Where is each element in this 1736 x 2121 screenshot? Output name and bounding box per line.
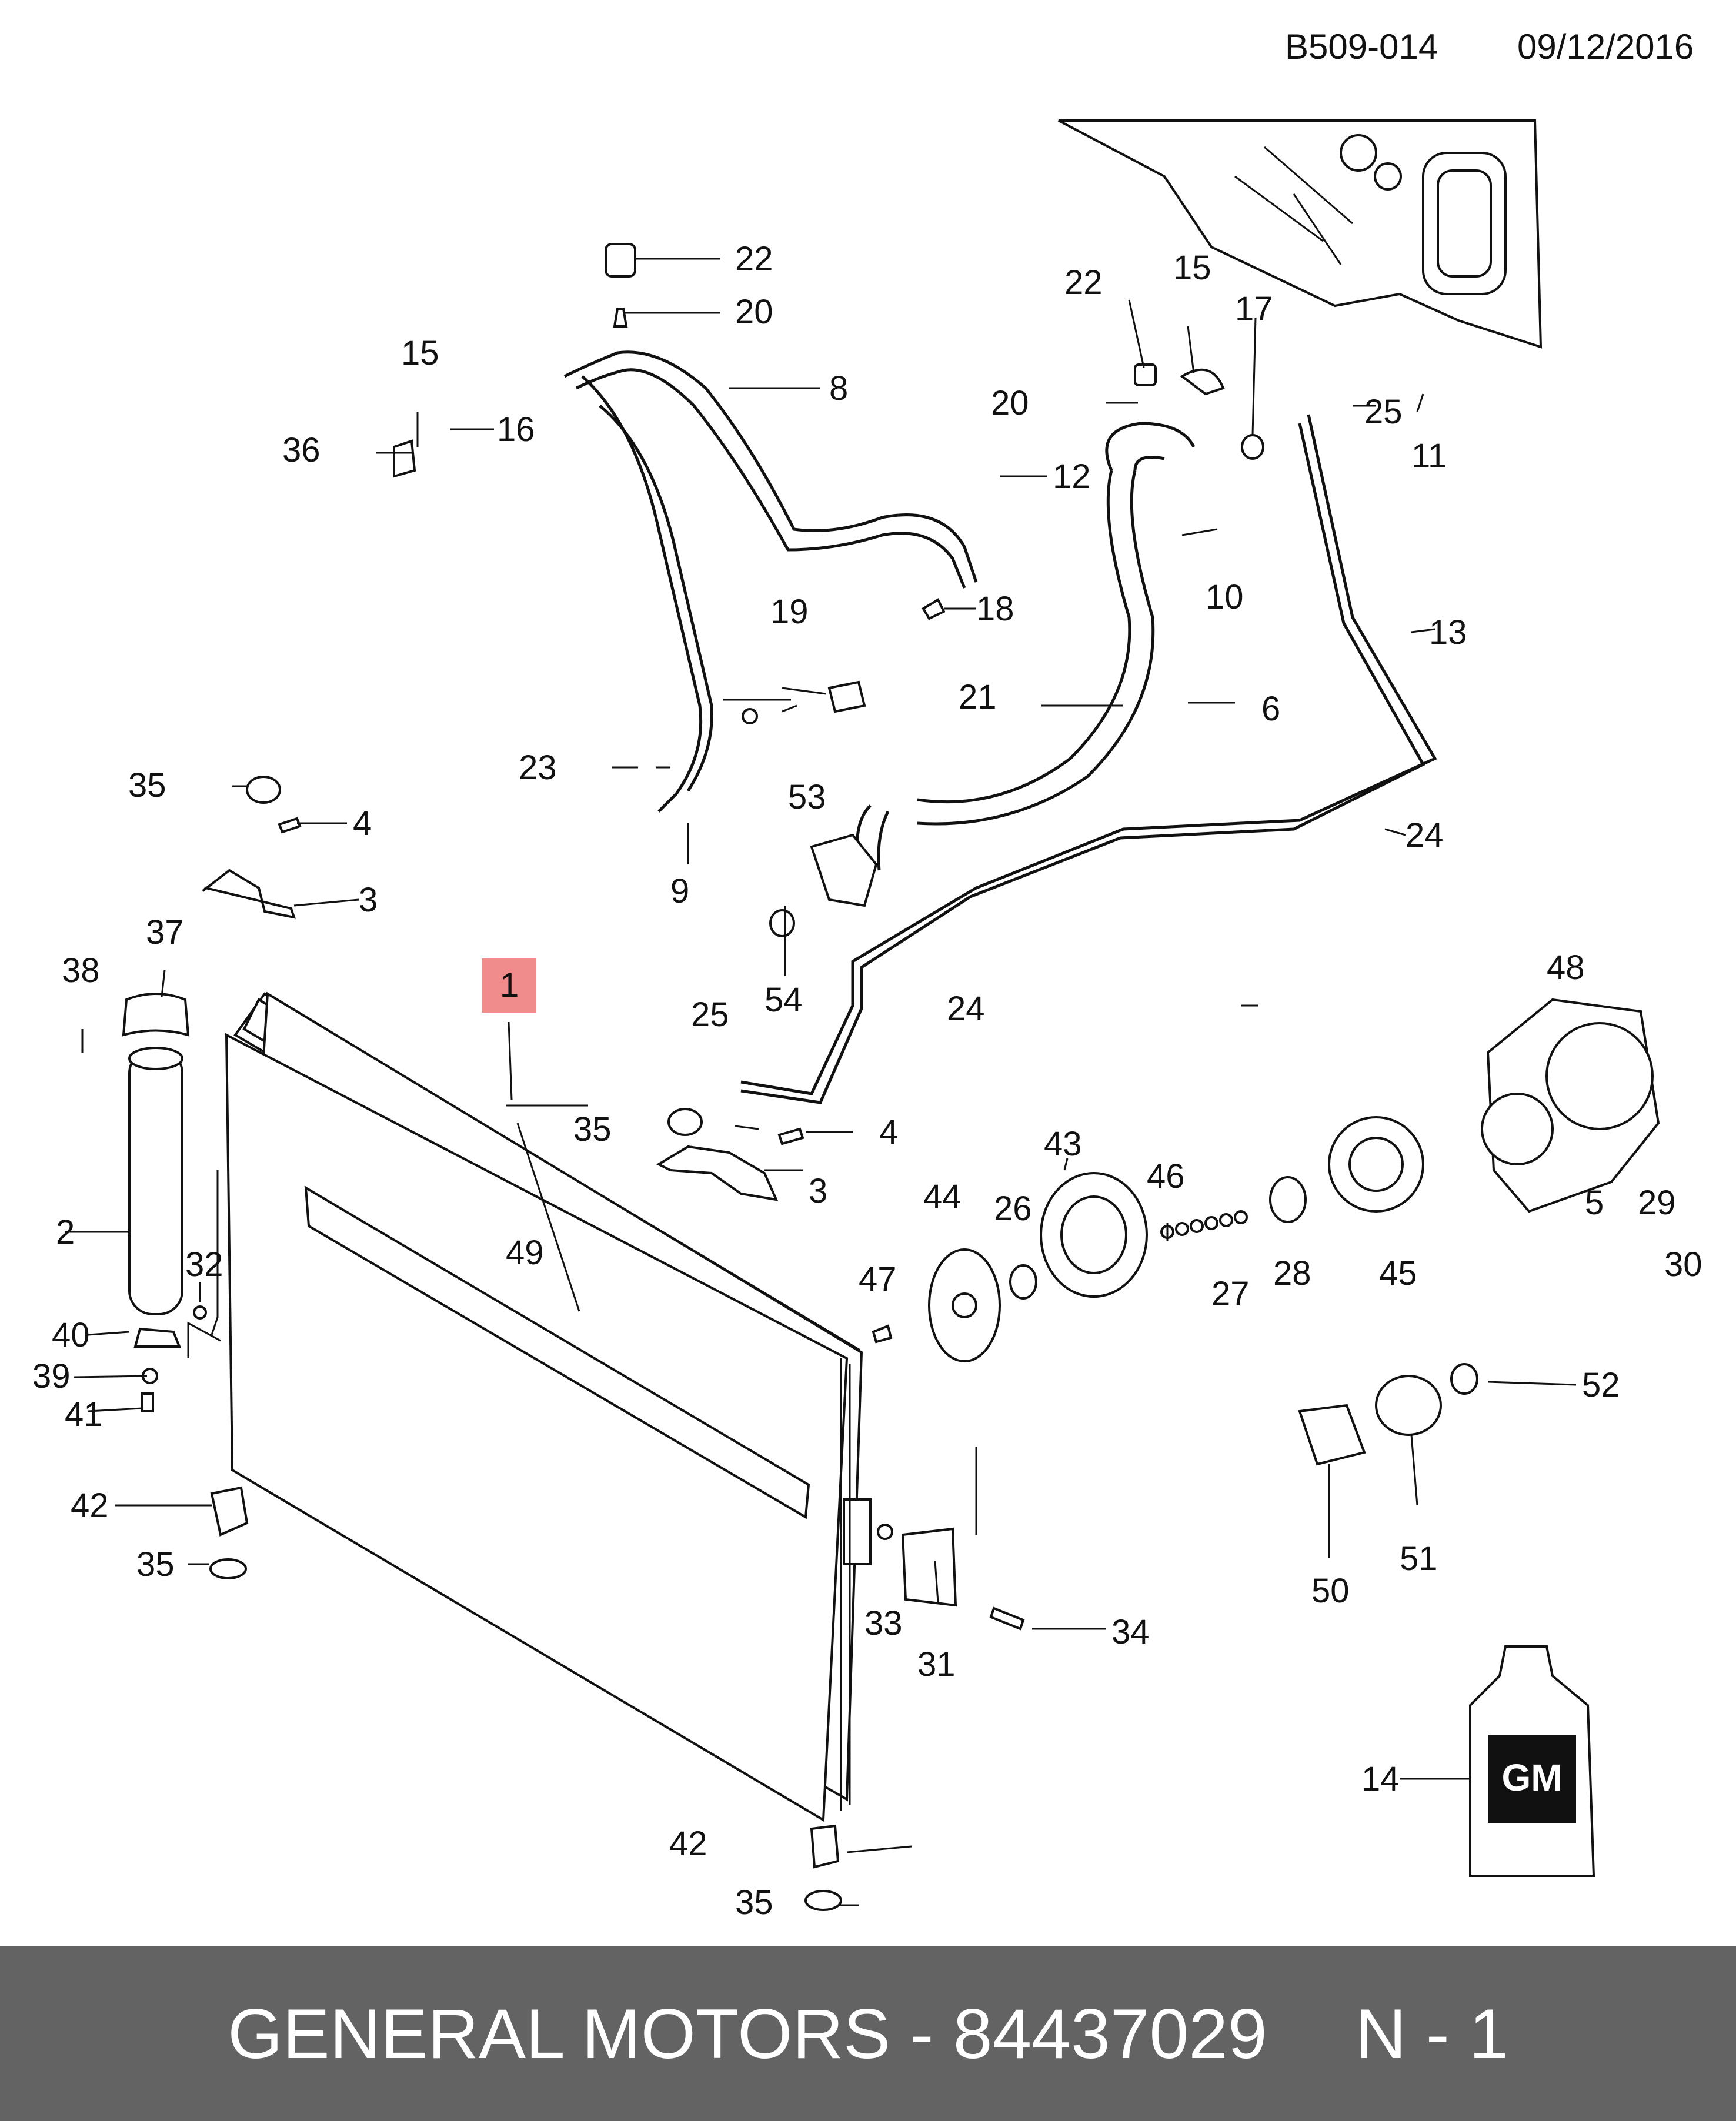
small-fittings bbox=[393, 243, 1264, 937]
callout-label: 19 bbox=[770, 593, 809, 631]
callout-label: 3 bbox=[359, 881, 378, 919]
callout-label: 41 bbox=[65, 1395, 103, 1434]
relief-valve-parts bbox=[1298, 1363, 1478, 1466]
callout-label: 43 bbox=[1044, 1125, 1082, 1163]
callout-label: 28 bbox=[1273, 1254, 1311, 1292]
callout-label: 45 bbox=[1379, 1254, 1417, 1292]
highlight-box bbox=[482, 958, 536, 1013]
callout-label: 3 bbox=[809, 1172, 827, 1210]
callout-label: 24 bbox=[947, 990, 985, 1028]
callout-label: 17 bbox=[1235, 290, 1273, 328]
callout-label: 35 bbox=[573, 1110, 612, 1148]
callout-label: 23 bbox=[519, 749, 557, 787]
callout-label: 53 bbox=[788, 778, 826, 816]
diagram-date: 09/12/2016 bbox=[1517, 27, 1694, 66]
callout-label: 51 bbox=[1400, 1539, 1438, 1578]
callout-label: 29 bbox=[1638, 1184, 1676, 1222]
receiver-dryer bbox=[122, 993, 207, 1412]
hvac-module-illustration bbox=[1058, 119, 1543, 349]
callout-label: 4 bbox=[879, 1113, 898, 1151]
callout-label: 44 bbox=[923, 1178, 962, 1216]
brackets-and-mounts bbox=[202, 776, 1025, 1911]
callout-label: 30 bbox=[1664, 1245, 1702, 1284]
compressor-assembly bbox=[872, 998, 1660, 1362]
callout-label: 8 bbox=[829, 369, 848, 408]
callout-label: 2 bbox=[56, 1213, 75, 1251]
callout-label: 15 bbox=[1173, 249, 1211, 287]
diagram-code: B509-014 bbox=[1285, 27, 1438, 66]
callout-label: 24 bbox=[1406, 816, 1444, 854]
callout-label: 32 bbox=[185, 1245, 223, 1284]
callout-label: 42 bbox=[71, 1487, 109, 1525]
oil-bottle-logo: GM bbox=[1501, 1756, 1562, 1799]
callout-label: 22 bbox=[1064, 263, 1103, 302]
refrigerant-hoses bbox=[563, 350, 1437, 1104]
callout-label: 33 bbox=[864, 1604, 903, 1642]
callout-label: 13 bbox=[1429, 613, 1467, 652]
callout-label: 4 bbox=[353, 804, 372, 843]
callout-label: 34 bbox=[1111, 1613, 1150, 1651]
callout-label: 20 bbox=[735, 293, 773, 331]
callout-label: 6 bbox=[1261, 690, 1280, 728]
callout-label: 52 bbox=[1582, 1366, 1620, 1404]
callout-label: 14 bbox=[1361, 1760, 1400, 1798]
callout-label: 47 bbox=[859, 1260, 897, 1298]
callout-label: 11 bbox=[1411, 437, 1447, 475]
footer-sheet: N - 1 bbox=[1355, 1994, 1508, 2073]
callout-label: 31 bbox=[917, 1645, 956, 1684]
callout-label: 40 bbox=[52, 1316, 90, 1354]
callout-label: 9 bbox=[670, 872, 689, 910]
callout-label: 10 bbox=[1206, 578, 1244, 616]
footer-part-number: GENERAL MOTORS - 84437029 bbox=[228, 1994, 1267, 2073]
callout-label: 39 bbox=[32, 1357, 71, 1395]
oil-bottle: GM bbox=[1469, 1645, 1595, 1877]
callout-label: 21 bbox=[959, 678, 997, 716]
callout-label: 18 bbox=[976, 590, 1014, 628]
callout-label: 1 bbox=[500, 966, 519, 1004]
footer-banner: GENERAL MOTORS - 84437029 N - 1 bbox=[0, 1946, 1736, 2121]
condenser-assembly bbox=[187, 991, 872, 1822]
callout-label: 15 bbox=[401, 334, 439, 372]
exploded-parts-diagram: B509-014 09/12/2016 bbox=[32, 27, 1702, 1922]
highlighted-callout-label: 1 bbox=[500, 966, 519, 1004]
callout-label: 42 bbox=[669, 1825, 707, 1863]
callout-label: 37 bbox=[146, 913, 184, 951]
callout-label: 50 bbox=[1311, 1572, 1350, 1610]
callout-label: 54 bbox=[764, 981, 803, 1019]
callout-label: 16 bbox=[497, 410, 535, 449]
callout-label: 36 bbox=[282, 431, 321, 469]
callout-label: 27 bbox=[1211, 1275, 1250, 1313]
callout-label: 35 bbox=[136, 1545, 175, 1584]
callout-label: 12 bbox=[1053, 457, 1091, 496]
callout-labels: 22 20 8 15 16 36 22 15 17 20 25 11 12 10… bbox=[32, 240, 1702, 1922]
callout-label: 25 bbox=[1364, 393, 1403, 431]
leader-lines bbox=[65, 258, 1577, 1906]
callout-label: 35 bbox=[128, 766, 166, 804]
callout-label: 48 bbox=[1547, 948, 1585, 987]
callout-label: 22 bbox=[735, 240, 773, 278]
callout-label: 49 bbox=[506, 1234, 544, 1272]
callout-label: 20 bbox=[991, 384, 1029, 422]
callout-label: 46 bbox=[1147, 1157, 1185, 1195]
callout-label: 35 bbox=[735, 1883, 773, 1922]
callout-label: 25 bbox=[691, 996, 729, 1034]
callout-label: 5 bbox=[1585, 1184, 1604, 1222]
callout-label: 38 bbox=[62, 951, 100, 990]
callout-label: 26 bbox=[994, 1190, 1032, 1228]
